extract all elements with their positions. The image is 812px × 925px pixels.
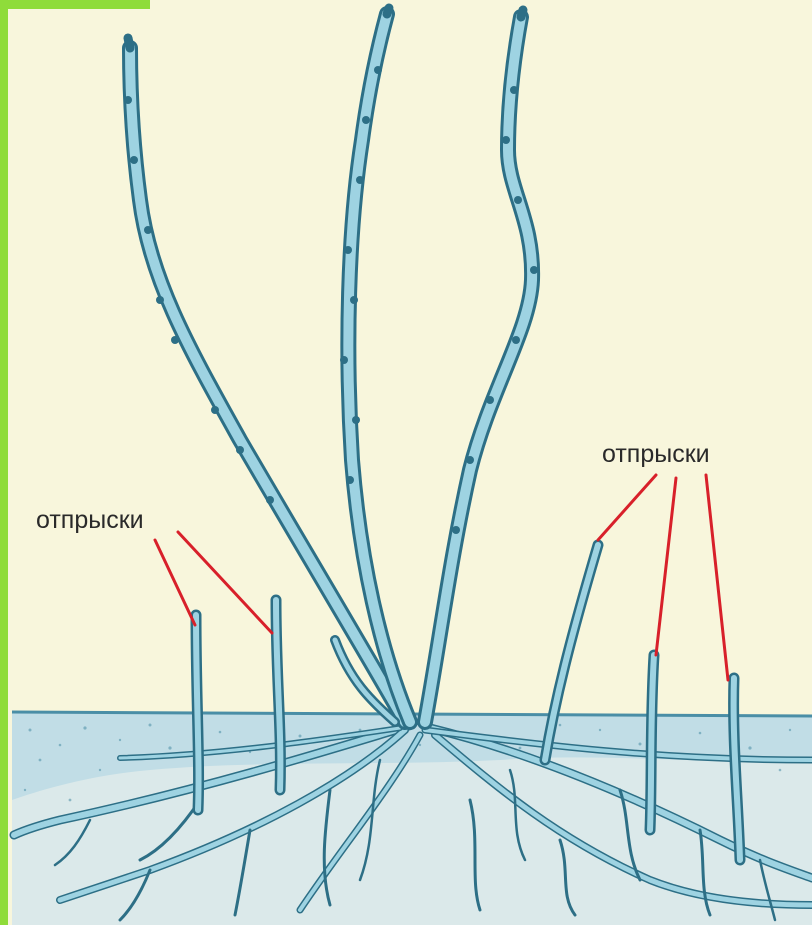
green-frame-top	[0, 0, 150, 9]
offshoots-label-right: отпрыски	[602, 440, 710, 469]
pointer-right-2	[656, 478, 676, 655]
pointer-right-1	[598, 475, 656, 540]
green-frame-left	[0, 0, 8, 925]
pointer-right-3	[706, 475, 728, 680]
pointer-left-1	[155, 540, 195, 625]
offshoots-label-left: отпрыски	[36, 506, 144, 535]
